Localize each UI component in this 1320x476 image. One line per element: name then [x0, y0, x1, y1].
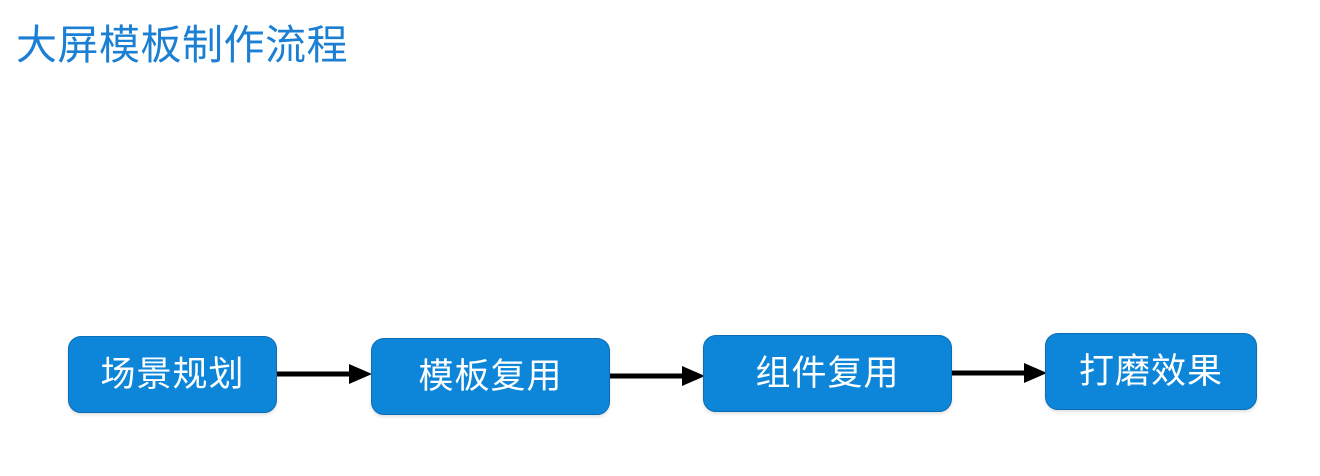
flow-step-component-reuse: 组件复用: [703, 335, 952, 412]
arrow-right-icon: [610, 366, 705, 386]
flow-step-polish-effect: 打磨效果: [1045, 333, 1257, 410]
flow-step-label: 模板复用: [418, 357, 563, 396]
page-title: 大屏模板制作流程: [16, 22, 348, 68]
flow-step-label: 打磨效果: [1078, 352, 1223, 391]
flow-step-template-reuse: 模板复用: [371, 338, 610, 415]
arrow-right-icon: [277, 364, 372, 384]
flow-step-scene-planning: 场景规划: [68, 336, 277, 413]
arrow-right-icon: [952, 363, 1047, 383]
flow-step-label: 组件复用: [755, 354, 900, 393]
flow-step-label: 场景规划: [100, 355, 245, 394]
